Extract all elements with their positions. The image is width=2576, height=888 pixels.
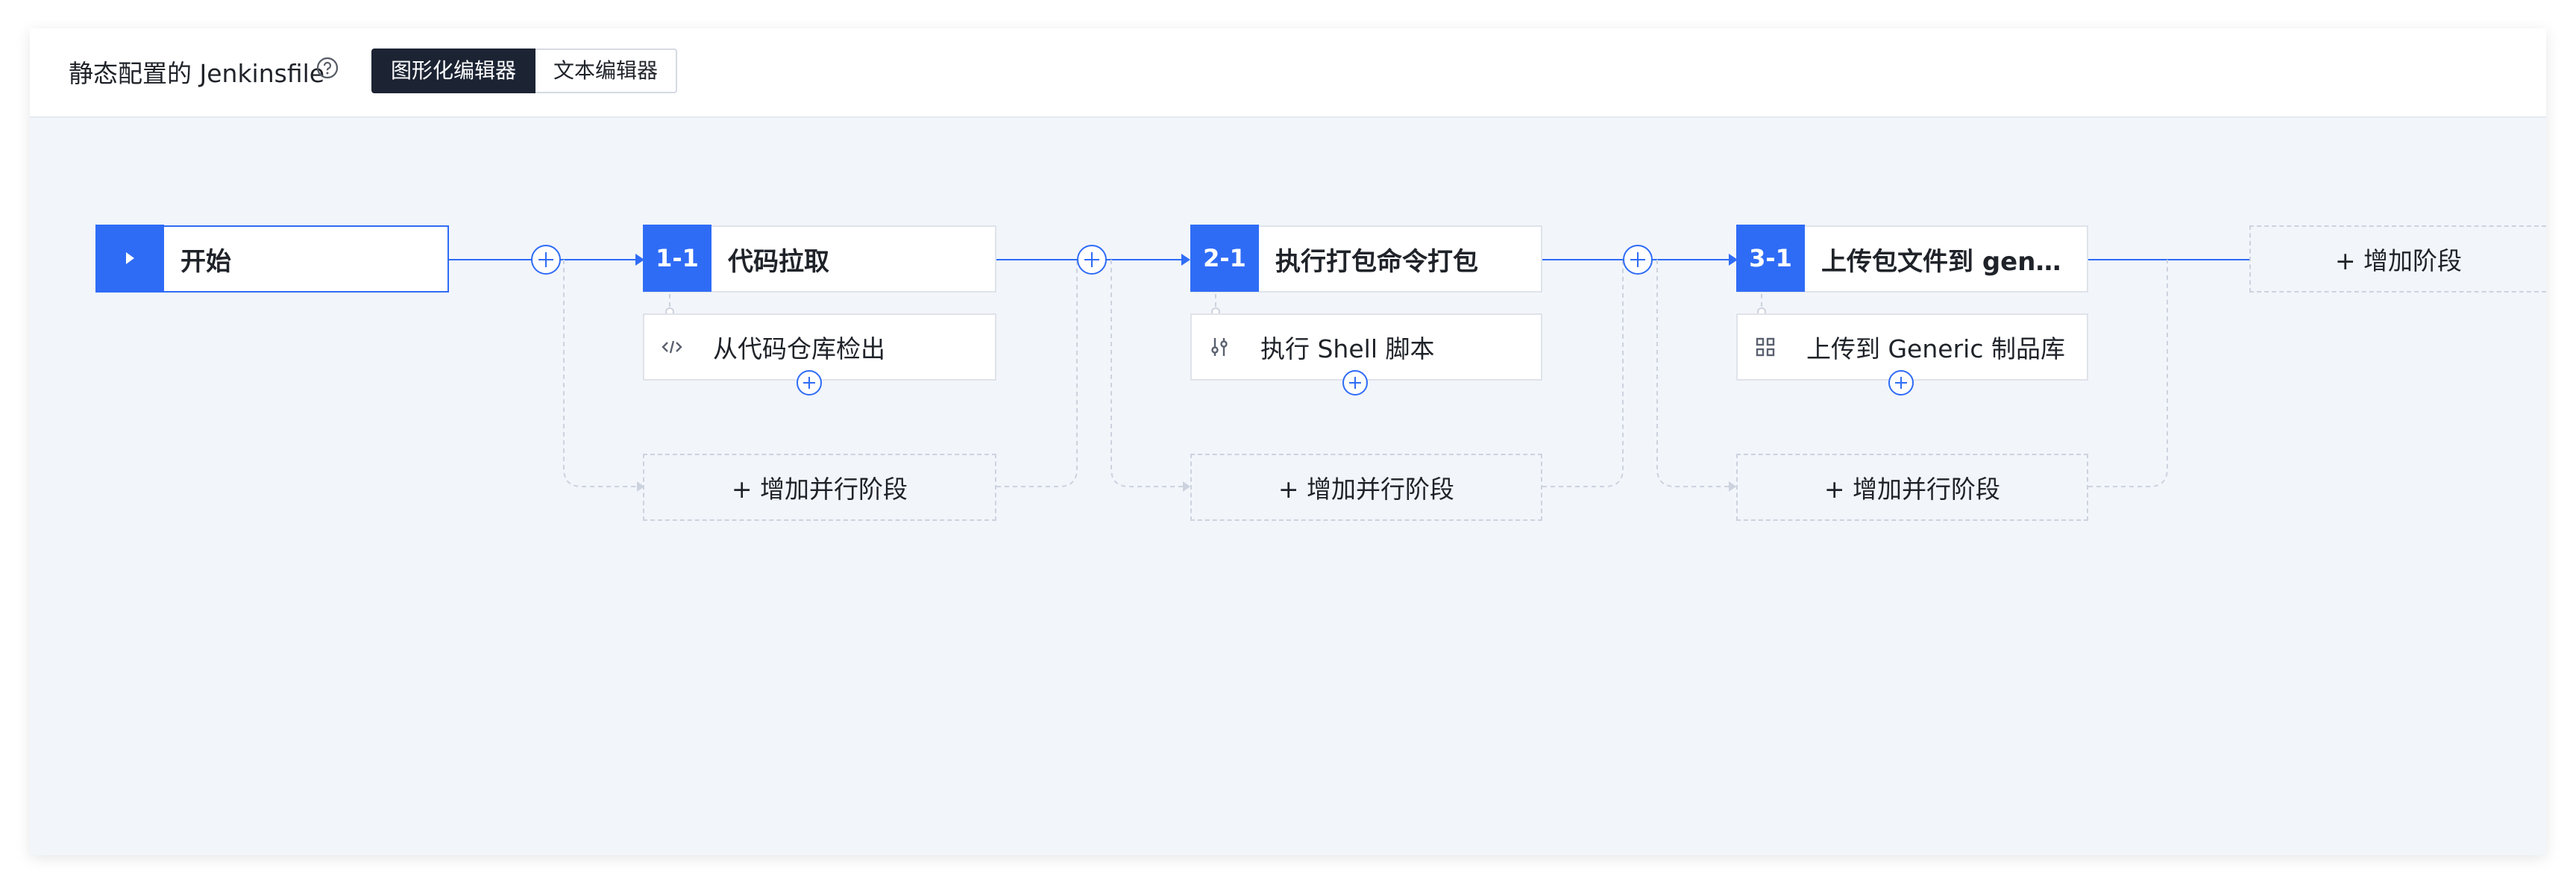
sliders-icon [1211, 338, 1228, 356]
tab-text-editor[interactable]: 文本编辑器 [535, 49, 678, 93]
add-step-button[interactable] [1342, 370, 1368, 395]
step-label: 从代码仓库检出 [713, 334, 885, 363]
stage-card-2[interactable]: 2-1 执行打包命令打包 [1190, 225, 1542, 293]
add-parallel-stage-button-3[interactable]: + 增加并行阶段 [1736, 454, 2088, 521]
step-item-3[interactable]: 上传到 Generic 制品库 [1736, 313, 2088, 381]
insert-stage-button[interactable] [1623, 245, 1653, 275]
editor-mode-tabs: 图形化编辑器 文本编辑器 [371, 49, 678, 93]
stage-card-1[interactable]: 1-1 代码拉取 [643, 225, 996, 293]
pipeline-editor-panel: 静态配置的 Jenkinsfile 图形化编辑器 文本编辑器 [30, 28, 2546, 855]
stage-badge: 1-1 [643, 225, 711, 292]
add-step-button[interactable] [797, 370, 822, 395]
step-label: 执行 Shell 脚本 [1260, 334, 1435, 363]
grid-icon [1756, 337, 1775, 357]
insert-stage-button[interactable] [1077, 245, 1107, 275]
page-title: 静态配置的 Jenkinsfile [69, 59, 325, 88]
add-parallel-stage-button-1[interactable]: + 增加并行阶段 [643, 454, 996, 521]
editor-header: 静态配置的 Jenkinsfile 图形化编辑器 文本编辑器 [30, 28, 2546, 118]
stage-name: 上传包文件到 gene... [1821, 246, 2075, 277]
tab-graphical-editor[interactable]: 图形化编辑器 [371, 49, 536, 93]
add-stage-button[interactable]: + 增加阶段 [2249, 225, 2546, 293]
start-badge [95, 225, 164, 292]
stage-card-3[interactable]: 3-1 上传包文件到 gene... [1736, 225, 2088, 293]
play-icon [126, 252, 134, 264]
stage-name: 代码拉取 [728, 246, 829, 277]
step-label: 上传到 Generic 制品库 [1806, 334, 2065, 363]
stage-name: 执行打包命令打包 [1275, 246, 1478, 277]
stage-badge: 2-1 [1190, 225, 1259, 292]
help-icon[interactable] [316, 57, 339, 79]
stage-badge: 3-1 [1736, 225, 1805, 292]
add-parallel-stage-button-2[interactable]: + 增加并行阶段 [1190, 454, 1542, 521]
step-item-1[interactable]: 从代码仓库检出 [643, 313, 996, 381]
step-item-2[interactable]: 执行 Shell 脚本 [1190, 313, 1542, 381]
insert-stage-button[interactable] [531, 245, 561, 275]
code-icon [662, 340, 682, 354]
add-step-button[interactable] [1888, 370, 1914, 395]
start-node[interactable]: 开始 [95, 225, 449, 293]
start-label: 开始 [180, 246, 231, 277]
